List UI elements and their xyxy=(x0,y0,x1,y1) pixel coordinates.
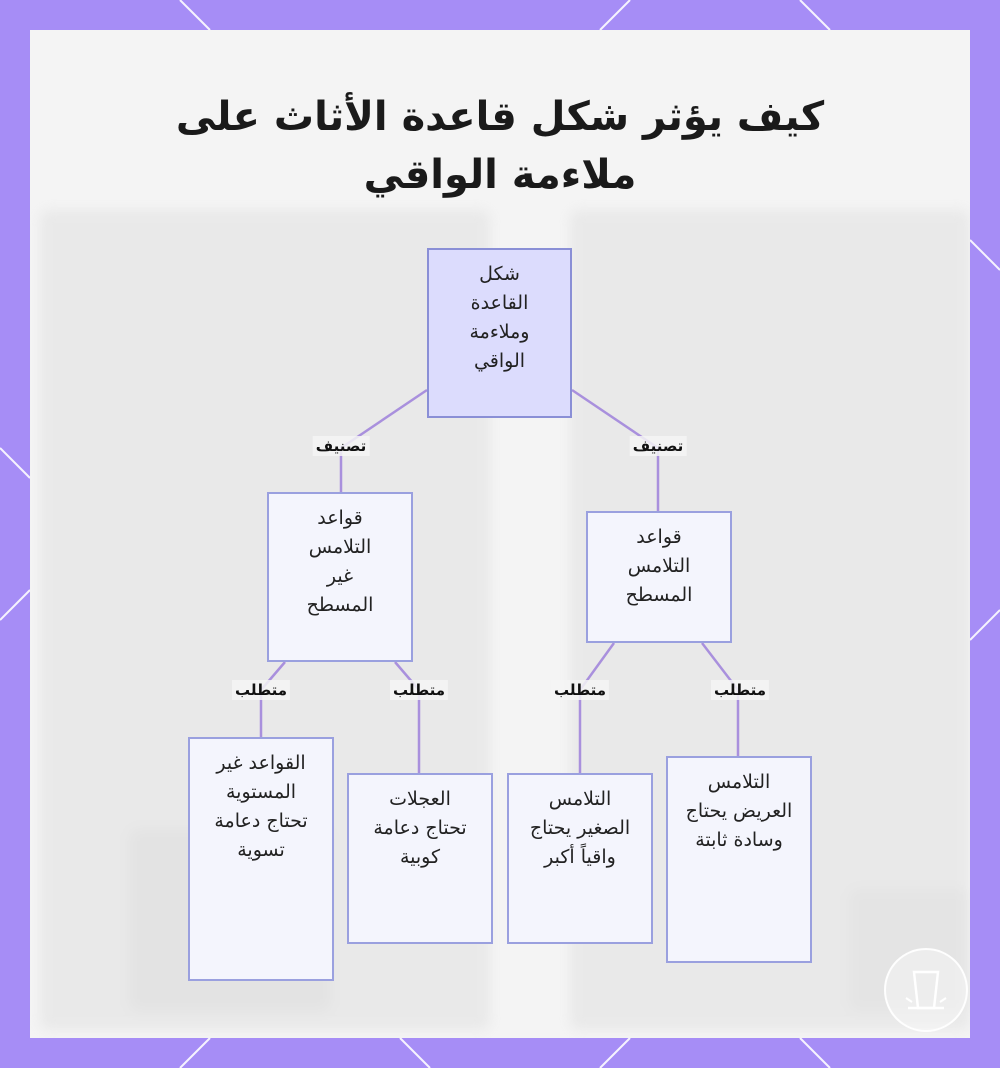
edge-flat-small xyxy=(580,643,614,773)
edge-label-classify-left: تصنيف xyxy=(313,436,370,456)
node-nonflat-label: قواعد التلامس غير المسطح xyxy=(295,504,385,620)
node-uneven-bases: القواعد غير المستوية تحتاج دعامة تسوية xyxy=(188,737,334,981)
node-wide-label: التلامس العريض يحتاج وسادة ثابتة xyxy=(682,768,797,855)
edge-label-req-wide: متطلب xyxy=(711,680,769,700)
node-root: شكل القاعدة وملاءمة الواقي xyxy=(427,248,572,418)
node-small-label: التلامس الصغير يحتاج واقياً أكبر xyxy=(520,785,640,872)
node-nonflat-contact: قواعد التلامس غير المسطح xyxy=(267,492,413,662)
edge-nonflat-wheels xyxy=(395,662,419,773)
node-wide-contact: التلامس العريض يحتاج وسادة ثابتة xyxy=(666,756,812,963)
node-small-contact: التلامس الصغير يحتاج واقياً أكبر xyxy=(507,773,653,944)
node-flat-label: قواعد التلامس المسطح xyxy=(609,523,709,610)
edge-label-req-wheels: متطلب xyxy=(390,680,448,700)
cup-icon xyxy=(886,950,966,1030)
node-wheels: العجلات تحتاج دعامة كوبية xyxy=(347,773,493,944)
node-uneven-label: القواعد غير المستوية تحتاج دعامة تسوية xyxy=(204,749,319,865)
node-wheels-label: العجلات تحتاج دعامة كوبية xyxy=(370,785,470,872)
edge-label-req-uneven: متطلب xyxy=(232,680,290,700)
watermark-logo xyxy=(884,948,968,1032)
node-root-label: شكل القاعدة وملاءمة الواقي xyxy=(455,260,545,376)
node-flat-contact: قواعد التلامس المسطح xyxy=(586,511,732,643)
edge-label-classify-right: تصنيف xyxy=(630,436,687,456)
edge-label-req-small: متطلب xyxy=(551,680,609,700)
